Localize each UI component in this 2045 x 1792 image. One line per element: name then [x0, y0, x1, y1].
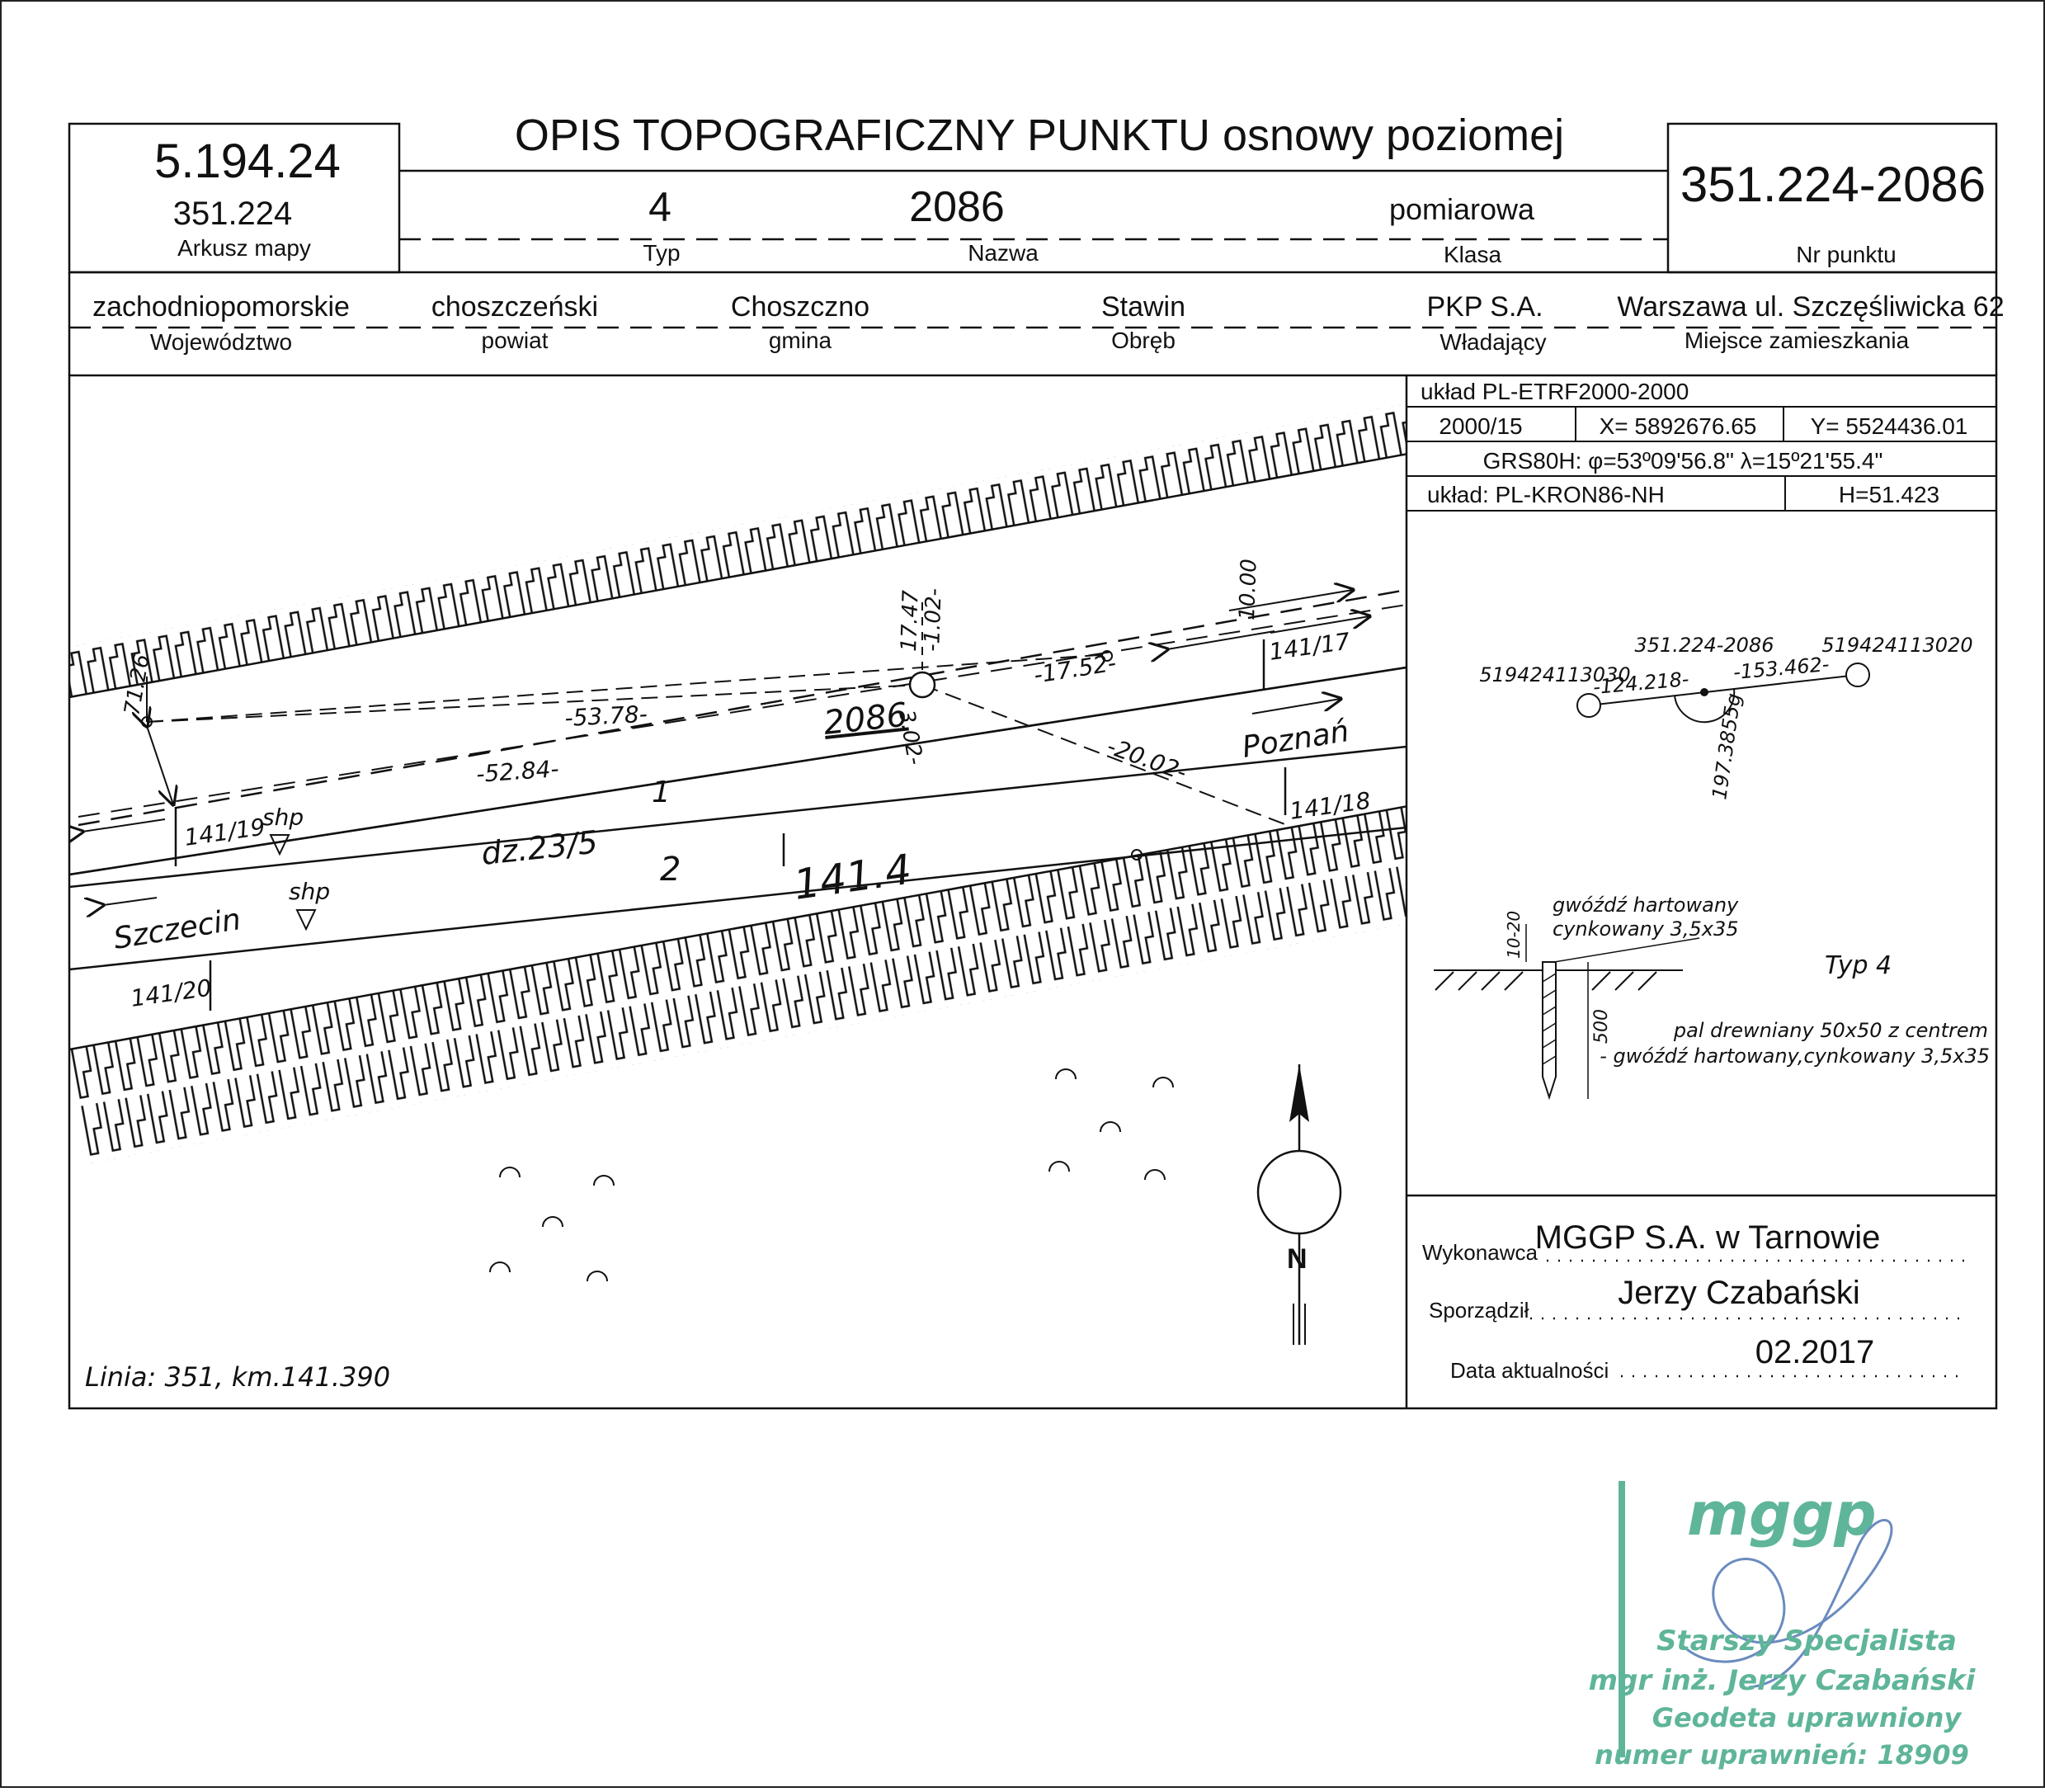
- class-value: pomiarowa: [1389, 192, 1535, 226]
- shp-2-label: shp: [289, 878, 330, 905]
- dist-3-02: 3.02-: [893, 708, 927, 766]
- page-title: OPIS TOPOGRAFICZNY PUNKTU osnowy poziome…: [515, 111, 1564, 160]
- sketch-pt-center: 351.224-2086: [1635, 634, 1774, 657]
- dist-10-00: 10.00: [1235, 559, 1262, 620]
- situation-map: 2086 dz.23/5 141.4 1 2 Szczecin Poznań s…: [69, 398, 1407, 1393]
- upper-embankment: [69, 398, 1407, 699]
- shp-1-label: shp: [262, 804, 304, 831]
- main-frame: [68, 374, 1998, 1410]
- coord-grs: GRS80H: φ=53º09'56.8" λ=15º21'55.4": [1483, 448, 1883, 474]
- point-no-label: Nr punktu: [1796, 242, 1896, 267]
- sketch-point-center: [1700, 688, 1708, 696]
- plot-label: dz.23/5: [479, 823, 599, 872]
- rail-track-mid: [69, 745, 1407, 889]
- name-label: Nazwa: [968, 240, 1039, 266]
- signature-stamp: mggp Starszy Specjalista mgr inż. Jerzy …: [1589, 1479, 1977, 1771]
- height-value: H=51.423: [1839, 482, 1939, 507]
- sketch-pt-left: 519424113030: [1479, 663, 1630, 686]
- height-system: układ: PL-KRON86-NH: [1427, 482, 1665, 507]
- rail-track-1: [69, 666, 1407, 876]
- county-label: powiat: [482, 328, 549, 353]
- dist-1-02: -1.02-: [920, 588, 947, 653]
- dist-17-52: -17.52-: [1032, 649, 1118, 689]
- stake-desc-1: pal drewniany 50x50 z centrem: [1673, 1019, 1988, 1042]
- coord-y: Y= 5524436.01: [1811, 413, 1968, 439]
- sketch-angle: 197.3855g: [1708, 691, 1746, 800]
- owner: PKP S.A.: [1426, 291, 1543, 323]
- class-label: Klasa: [1444, 242, 1501, 267]
- post-141-20: 141/20: [129, 974, 213, 1012]
- rail-top-dashed: [78, 588, 1407, 827]
- point-no: 351.224-2086: [1680, 157, 1986, 212]
- dim-length: 500: [1591, 1009, 1612, 1044]
- control-point-marker: [908, 671, 936, 699]
- stamp-line-2: mgr inż. Jerzy Czabański: [1589, 1664, 1977, 1697]
- owner-label: Władający: [1440, 329, 1546, 355]
- dist-53-78: -53.78-: [564, 700, 648, 732]
- line-info: Linia: 351, km.141.390: [85, 1361, 390, 1393]
- author: Jerzy Czabański: [1618, 1275, 1859, 1311]
- nail-label-1: gwóźdź hartowany: [1553, 894, 1739, 917]
- date-label: Data aktualności: [1450, 1358, 1609, 1383]
- sketch-panel: 519424113030 351.224-2086 519424113020 -…: [1434, 634, 1990, 1101]
- voivodeship: zachodniopomorskie: [92, 291, 350, 323]
- name-value: 2086: [909, 183, 1005, 231]
- county: choszczeński: [431, 291, 598, 323]
- contractor-label: Wykonawca: [1422, 1240, 1538, 1265]
- type-label: Typ: [643, 240, 680, 266]
- coordinates-table: układ PL-ETRF2000-2000 2000/15 X= 589267…: [1407, 379, 1996, 512]
- residence: Warszawa ul. Szczęśliwicka 62: [1617, 291, 2004, 323]
- header: 5.194.24 351.224 Arkusz mapy OPIS TOPOGR…: [68, 111, 1998, 274]
- date-value: 02.2017: [1755, 1334, 1875, 1370]
- stamp-line-4: numer uprawnień: 18909: [1595, 1739, 1969, 1771]
- rail-dashed-low: [78, 604, 1407, 818]
- coord-x: X= 5892676.65: [1600, 413, 1757, 439]
- contractor: MGGP S.A. w Tarnowie: [1535, 1219, 1881, 1256]
- track-1-label: 1: [652, 776, 671, 809]
- sheet-label: Arkusz mapy: [177, 235, 311, 261]
- nail-label-2: cynkowany 3,5x35: [1553, 917, 1738, 941]
- author-block: Wykonawca MGGP S.A. w Tarnowie Sporządzi…: [1407, 1194, 1996, 1383]
- north-arrow: N: [1256, 1064, 1342, 1345]
- post-141-17: 141/17: [1267, 628, 1351, 666]
- north-label: N: [1287, 1243, 1308, 1275]
- city-left: Szczecin: [111, 903, 243, 956]
- coord-zone: 2000/15: [1439, 413, 1522, 439]
- coord-system: układ PL-ETRF2000-2000: [1421, 379, 1689, 404]
- precinct: Stawin: [1101, 291, 1185, 323]
- track-2-label: 2: [660, 851, 681, 889]
- tree-symbols: [489, 1068, 1174, 1282]
- stamp-logo: mggp: [1687, 1479, 1877, 1549]
- dist-52-84: -52.84-: [475, 755, 559, 788]
- lower-embankment: [69, 797, 1407, 1163]
- location-row: zachodniopomorskie Województwo choszczeń…: [68, 271, 2005, 375]
- author-label: Sporządził: [1429, 1298, 1529, 1323]
- precinct-label: Obręb: [1111, 328, 1176, 353]
- sketch-point-right: [1845, 663, 1870, 687]
- sheet-no: 5.194.24: [154, 134, 341, 188]
- commune-label: gmina: [769, 328, 832, 353]
- sheet-sub: 351.224: [173, 196, 293, 232]
- residence-label: Miejsce zamieszkania: [1685, 328, 1910, 353]
- dist-17-47: 17.47: [897, 589, 924, 652]
- city-right: Poznań: [1240, 714, 1351, 765]
- stamp-line-1: Starszy Specjalista: [1656, 1625, 1957, 1658]
- commune: Choszczno: [731, 291, 869, 323]
- sketch-point-left: [1576, 693, 1601, 718]
- voivodeship-label: Województwo: [150, 329, 292, 355]
- dim-top: 10-20: [1504, 911, 1524, 959]
- stake-desc-2: - gwóźdź hartowany,cynkowany 3,5x35: [1600, 1045, 1990, 1068]
- stamp-line-3: Geodeta uprawniony: [1652, 1702, 1963, 1733]
- type-label-sketch: Typ 4: [1825, 951, 1892, 980]
- sketch-pt-right: 519424113020: [1821, 634, 1972, 657]
- rail-track-2: [69, 826, 1407, 971]
- map-point-label: 2086: [822, 696, 909, 743]
- type-value: 4: [648, 184, 671, 230]
